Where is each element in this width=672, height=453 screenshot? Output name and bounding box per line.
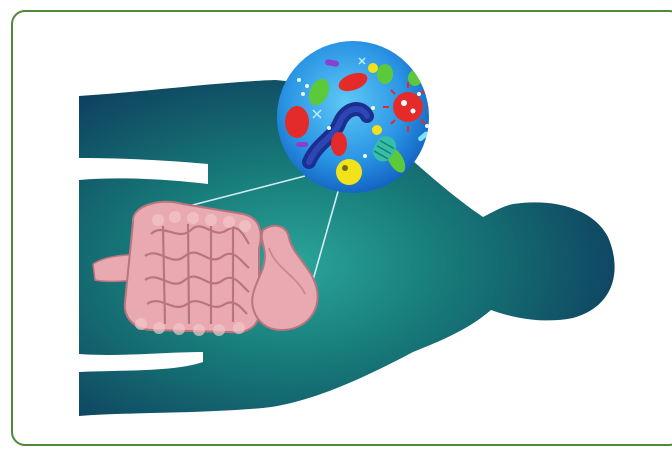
- gut-microbiome-illustration: [13, 12, 672, 446]
- illustration-frame: [11, 10, 672, 446]
